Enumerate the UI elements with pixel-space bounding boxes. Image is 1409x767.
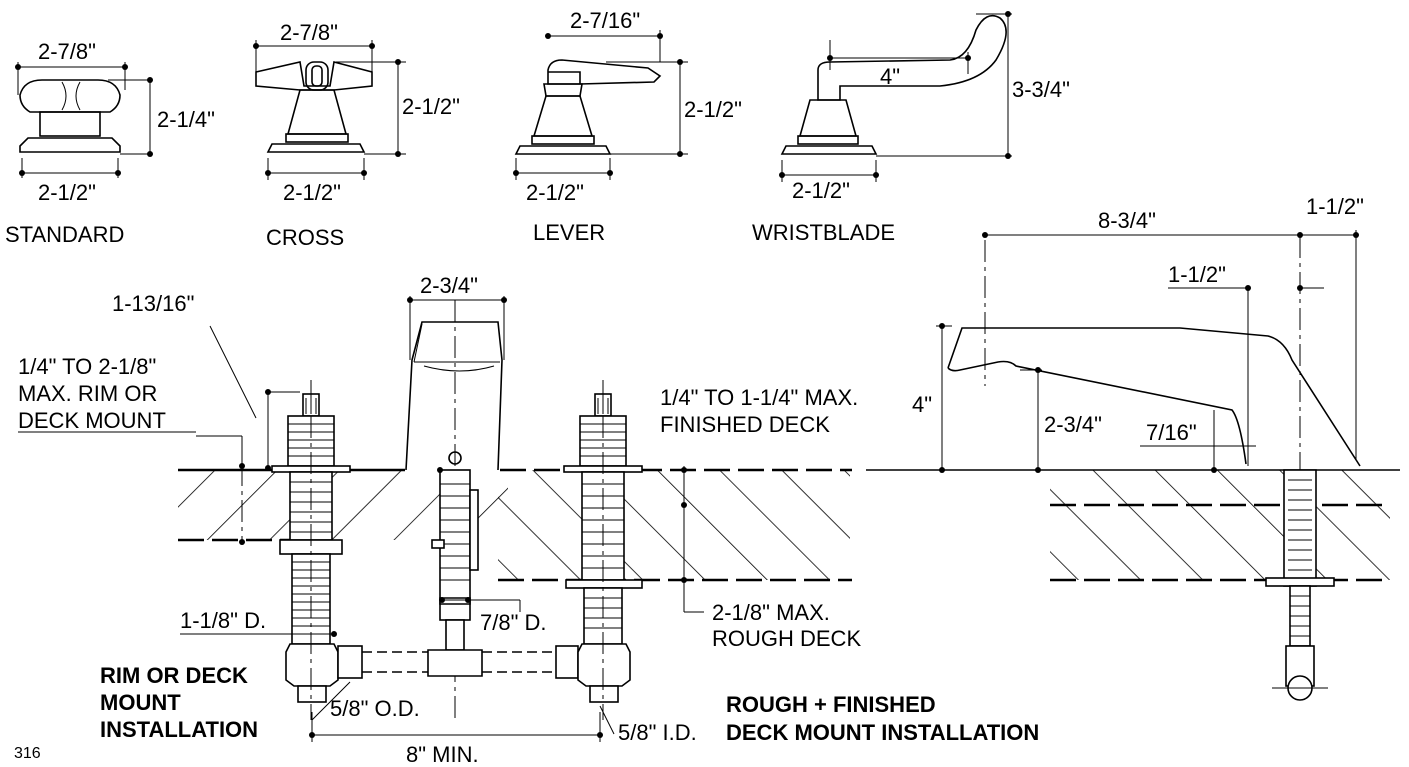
dim-1-1-8-d: 1-1/8" D.	[180, 608, 266, 633]
right-deck-section	[866, 469, 1400, 582]
rim-range-line3: DECK MOUNT	[18, 408, 166, 433]
wristblade-width-base: 2-1/2"	[792, 178, 850, 203]
center-dimensions	[407, 296, 704, 613]
rough-deck-line2: ROUGH DECK	[712, 626, 861, 651]
standard-height: 2-1/4"	[157, 107, 215, 132]
left-deck-section	[178, 464, 852, 582]
left-dimensions	[180, 325, 615, 742]
cross-label: CROSS	[266, 225, 344, 250]
dim-7-16: 7/16"	[1146, 420, 1197, 445]
left-valve	[271, 380, 351, 720]
finished-deck-line1: 1/4" TO 1-1/4" MAX.	[660, 385, 858, 410]
lever-height: 2-1/2"	[684, 97, 742, 122]
cross-handle	[253, 40, 406, 180]
center-spout	[405, 300, 503, 720]
wristblade-height: 3-3/4"	[1012, 77, 1070, 102]
cross-height: 2-1/2"	[402, 94, 460, 119]
wristblade-width-top: 4"	[880, 64, 900, 89]
right-valve	[563, 380, 643, 720]
rough-deck-line1: 2-1/8" MAX.	[712, 600, 830, 625]
dim-7-8-d: 7/8" D.	[480, 610, 547, 635]
rim-title-line3: INSTALLATION	[100, 717, 258, 742]
standard-width-base: 2-1/2"	[38, 180, 96, 205]
dim-4-spout-height: 4"	[912, 392, 932, 417]
standard-label: STANDARD	[5, 222, 124, 247]
spout-dimensions	[936, 230, 1359, 473]
dim-2-3-4-spout-outlet: 2-3/4"	[1044, 412, 1102, 437]
dim-5-8-od: 5/8" O.D.	[330, 696, 420, 721]
rim-range-line1: 1/4" TO 2-1/8"	[18, 354, 156, 379]
deck-title-line1: ROUGH + FINISHED	[726, 692, 936, 717]
standard-width-top: 2-7/8"	[38, 39, 96, 64]
standard-handle	[15, 62, 153, 178]
dim-8-3-4: 8-3/4"	[1098, 208, 1156, 233]
lever-width-top: 2-7/16"	[570, 8, 640, 33]
side-spout	[947, 236, 1361, 701]
dim-2-3-4-spout-width: 2-3/4"	[420, 273, 478, 298]
wristblade-label: WRISTBLADE	[752, 220, 895, 245]
lever-width-base: 2-1/2"	[526, 180, 584, 205]
finished-deck-line2: FINISHED DECK	[660, 412, 830, 437]
wristblade-handle	[779, 11, 1012, 182]
lever-handle	[513, 30, 688, 180]
supply-tubes	[337, 645, 579, 679]
dim-8-min: 8" MIN.	[406, 742, 479, 767]
lever-label: LEVER	[533, 220, 605, 245]
rim-range-line2: MAX. RIM OR	[18, 381, 157, 406]
page-number: 316	[14, 745, 41, 762]
dim-1-13-16: 1-13/16"	[112, 291, 194, 316]
cross-width-top: 2-7/8"	[280, 20, 338, 45]
dim-1-1-2-mid: 1-1/2"	[1168, 262, 1226, 287]
rim-title-line2: MOUNT	[100, 690, 181, 715]
rim-title-line1: RIM OR DECK	[100, 663, 248, 688]
dim-1-1-2-top: 1-1/2"	[1306, 194, 1364, 219]
cross-width-base: 2-1/2"	[283, 180, 341, 205]
dim-5-8-id: 5/8" I.D.	[618, 720, 697, 745]
deck-title-line2: DECK MOUNT INSTALLATION	[726, 720, 1039, 745]
